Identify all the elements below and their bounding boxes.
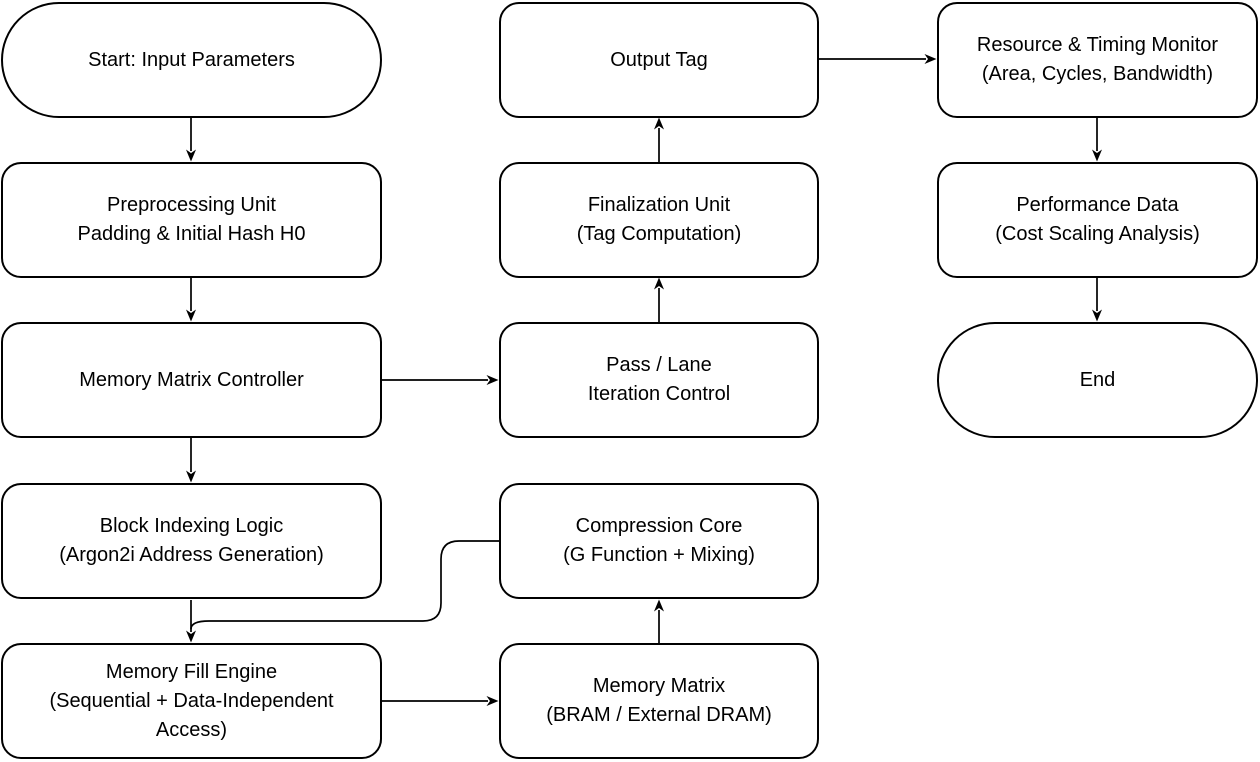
node-finalization-unit: Finalization Unit (Tag Computation): [499, 162, 819, 278]
node-label: Block Indexing Logic (Argon2i Address Ge…: [59, 515, 324, 566]
node-label: Memory Fill Engine (Sequential + Data-In…: [49, 660, 334, 741]
node-label: Memory Matrix Controller: [79, 368, 304, 391]
node-pass-lane-iteration-control: Pass / Lane Iteration Control: [499, 322, 819, 438]
node-label: End: [1079, 368, 1116, 391]
node-start: Start: Input Parameters: [1, 2, 382, 118]
node-label: Finalization Unit (Tag Computation): [576, 194, 742, 245]
node-label: Performance Data (Cost Scaling Analysis): [995, 194, 1200, 245]
node-performance-data: Performance Data (Cost Scaling Analysis): [937, 162, 1258, 278]
node-label: Start: Input Parameters: [88, 48, 295, 71]
node-resource-timing-monitor: Resource & Timing Monitor (Area, Cycles,…: [937, 2, 1258, 118]
node-label: Resource & Timing Monitor (Area, Cycles,…: [976, 34, 1219, 85]
node-compression-core: Compression Core (G Function + Mixing): [499, 483, 819, 599]
node-label: Pass / Lane Iteration Control: [587, 354, 731, 405]
node-end: End: [937, 322, 1258, 438]
node-memory-fill-engine: Memory Fill Engine (Sequential + Data-In…: [1, 643, 382, 759]
node-preprocessing-unit: Preprocessing Unit Padding & Initial Has…: [1, 162, 382, 278]
node-output-tag: Output Tag: [499, 2, 819, 118]
node-label: Preprocessing Unit Padding & Initial Has…: [77, 194, 306, 245]
node-label: Compression Core (G Function + Mixing): [563, 515, 755, 566]
node-label: Memory Matrix (BRAM / External DRAM): [546, 675, 772, 726]
node-memory-matrix-controller: Memory Matrix Controller: [1, 322, 382, 438]
node-memory-matrix: Memory Matrix (BRAM / External DRAM): [499, 643, 819, 759]
node-block-indexing-logic: Block Indexing Logic (Argon2i Address Ge…: [1, 483, 382, 599]
node-label: Output Tag: [610, 48, 708, 71]
